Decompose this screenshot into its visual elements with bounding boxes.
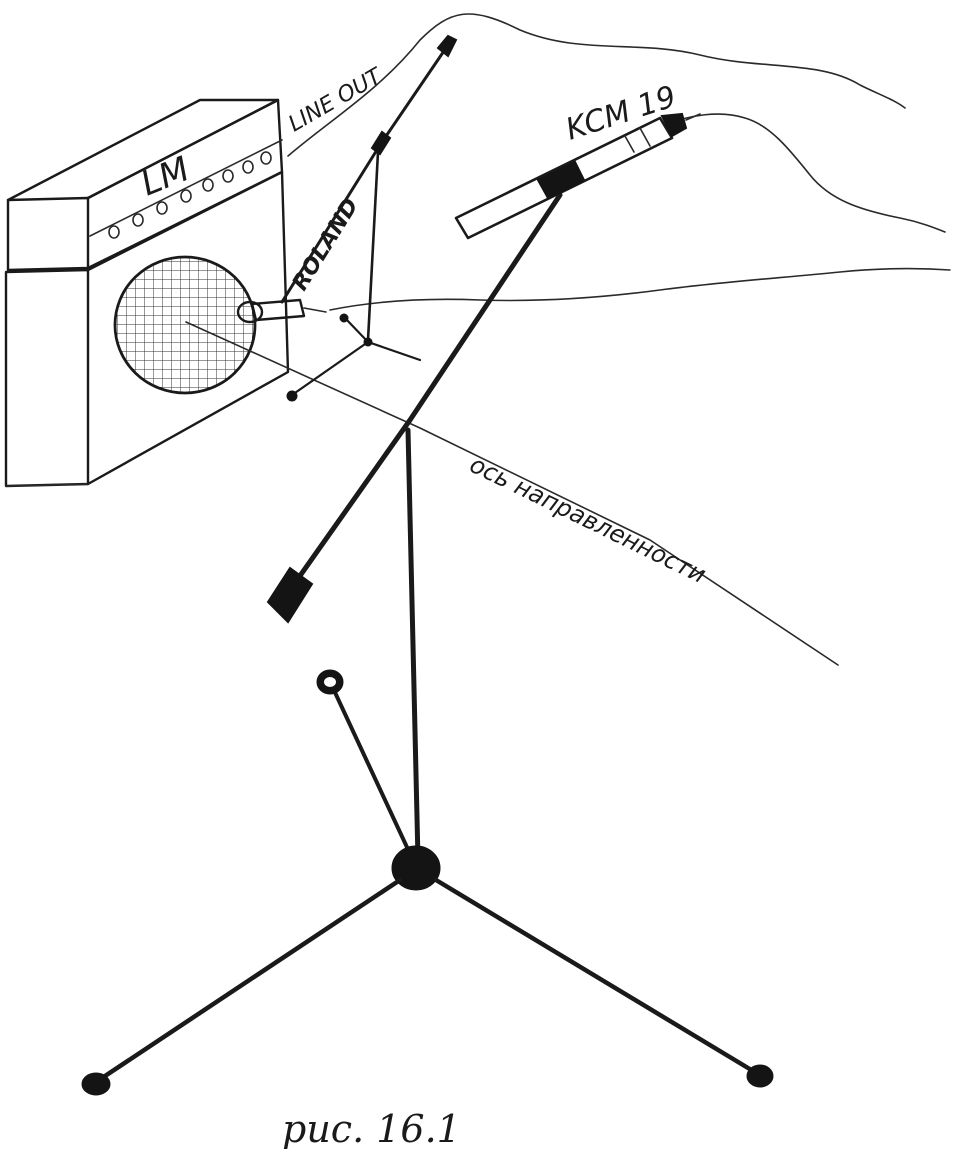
speaker-grille-icon — [113, 255, 257, 395]
guitar-amplifier — [4, 98, 290, 488]
knob — [156, 201, 168, 215]
stand-joint — [363, 337, 373, 347]
background-hills — [287, 13, 951, 311]
figure-caption: рис. 16.1 — [282, 1107, 461, 1149]
knob — [260, 151, 272, 165]
tripod-hub — [391, 845, 441, 891]
knob — [242, 160, 254, 174]
hill-line-middle — [663, 113, 946, 233]
amp-cabinet-side — [86, 170, 290, 486]
stand-foot — [339, 313, 349, 323]
condenser-microphone-icon — [454, 112, 701, 240]
amp-brand-label: LM — [135, 149, 195, 204]
knob — [180, 189, 192, 203]
stand-foot — [286, 390, 298, 402]
amp-cabinet-bottom-edge — [5, 483, 89, 487]
kcm19-mic-stand — [81, 112, 774, 1096]
tripod-foot — [81, 1072, 111, 1096]
stand-upright — [405, 427, 421, 863]
line-out-label: LINE OUT — [285, 63, 388, 137]
knob — [222, 169, 234, 183]
dynamic-microphone-icon — [236, 298, 327, 324]
knob — [108, 225, 120, 239]
tripod-leg-right — [433, 877, 761, 1077]
amp-head-trim-line — [89, 139, 283, 237]
axis-label: ось направленности — [465, 450, 710, 589]
amp-head-front — [6, 196, 90, 272]
knob — [132, 213, 144, 227]
leg-knob-inner — [324, 677, 336, 687]
counterweight — [266, 566, 314, 624]
stand-upright — [366, 150, 380, 342]
boom-clamp — [370, 130, 392, 156]
hill-line-lower — [329, 267, 951, 311]
knob — [202, 178, 214, 192]
amp-control-knobs — [108, 151, 272, 239]
stand-legs — [290, 316, 422, 397]
roland-label: ROLAND — [288, 194, 364, 295]
tripod-leg-left — [93, 877, 403, 1085]
boom-tip — [436, 34, 458, 58]
amp-cabinet-front — [4, 268, 90, 488]
roland-mic-stand — [236, 34, 458, 402]
stand-third-leg — [330, 684, 414, 860]
hill-line-upper — [287, 13, 906, 157]
boom-arm — [287, 192, 563, 593]
directivity-axis-line — [185, 321, 839, 666]
tripod-foot — [746, 1064, 774, 1088]
